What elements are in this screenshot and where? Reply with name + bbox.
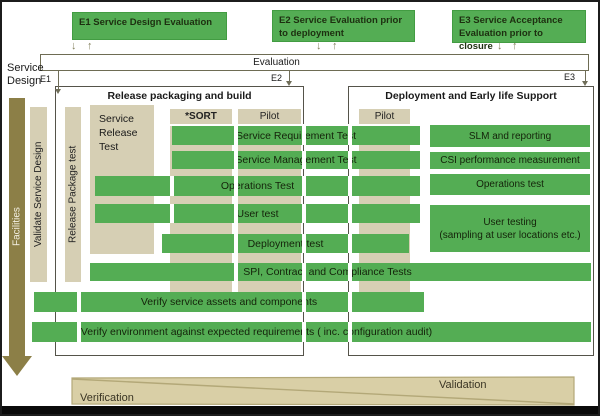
box-slm-and-reporting: SLM and reporting — [430, 125, 590, 147]
box-user-testing: User testing (sampling at user locations… — [430, 205, 590, 252]
bar-service-requirement-test: Service Requirement Test — [172, 126, 420, 145]
e2-evaluation-box: E2 Service Evaluation prior to deploymen… — [272, 10, 415, 42]
e1-arrowhead-icon — [54, 89, 61, 94]
column-header-divider — [170, 124, 410, 126]
verification-label: Verification — [80, 392, 134, 404]
evaluation-bar: Evaluation — [40, 54, 589, 71]
up-arrow-icon: ↑ — [87, 40, 93, 52]
bar-label: Verify service assets and components — [140, 296, 318, 308]
pilot-left-column-header: Pilot — [259, 111, 280, 122]
bottom-border — [2, 406, 598, 414]
bar-gap — [234, 204, 238, 223]
deployment-container-title: Deployment and Early life Support — [385, 90, 557, 102]
bar-deployment-test: Deployment test — [162, 234, 409, 253]
bar-service-management-test: Service Management Test — [172, 151, 420, 169]
bar-gap — [302, 263, 306, 281]
facilities-arrow — [9, 98, 25, 356]
bar-label: Operations Test — [220, 180, 295, 192]
bar-gap — [234, 126, 238, 145]
bar-user-test: User test — [95, 204, 420, 223]
box-label: CSI performance measurement — [440, 155, 580, 166]
bar-gap — [348, 292, 352, 312]
box-operations-test-right: Operations test — [430, 174, 590, 195]
bar-gap — [302, 204, 306, 223]
bar-label: Service Requirement Test — [235, 129, 357, 142]
bar-gap — [234, 263, 238, 281]
bar-gap — [348, 263, 352, 281]
e1-arrow-icon — [58, 71, 59, 89]
bar-gap — [170, 176, 174, 196]
up-arrow-icon: ↑ — [332, 40, 338, 52]
up-arrow-icon: ↑ — [512, 40, 518, 52]
facilities-arrowhead-icon — [2, 356, 32, 376]
e2-arrowhead-icon — [285, 81, 292, 86]
pilot-right-column-header: Pilot — [374, 111, 395, 122]
bar-gap — [302, 322, 306, 342]
release-container-title: Release packaging and build — [107, 90, 252, 102]
bar-gap — [348, 176, 352, 196]
bar-label: Service Management Test — [235, 154, 357, 166]
box-label: User testing — [483, 216, 537, 228]
gate-label-e1: E1 — [40, 74, 52, 84]
bar-label: User test — [236, 207, 279, 220]
bar-gap — [302, 292, 306, 312]
box-label: SLM and reporting — [468, 130, 552, 142]
service-design-label: Service Design — [7, 62, 44, 87]
verification-validation-wedge — [71, 376, 575, 406]
validate-service-design-bar: Validate Service Design — [30, 107, 47, 282]
sort-column-header: *SORT — [185, 111, 217, 122]
bar-label: Deployment test — [247, 237, 324, 250]
bar-gap — [302, 151, 306, 169]
e3-evaluation-box: E3 Service Acceptance Evaluation prior t… — [452, 10, 586, 52]
bar-label: Verify environment against expected requ… — [80, 326, 433, 338]
box-label: (sampling at user locations etc.) — [439, 229, 581, 241]
bar-gap — [302, 176, 306, 196]
box-csi-performance: CSI performance measurement — [430, 152, 590, 169]
down-arrow-icon: ↓ — [316, 40, 322, 52]
box-label: Operations test — [476, 179, 544, 190]
down-arrow-icon: ↓ — [497, 40, 503, 52]
bar-verify-service-assets: Verify service assets and components — [34, 292, 424, 312]
bar-gap — [348, 234, 352, 253]
bar-gap — [170, 204, 174, 223]
bar-gap — [302, 126, 306, 145]
e3-arrow-icon — [585, 71, 586, 81]
e2-arrow-icon — [289, 71, 290, 81]
bar-gap — [348, 126, 352, 145]
bar-gap — [302, 234, 306, 253]
bar-gap — [77, 322, 81, 342]
bar-gap — [77, 292, 81, 312]
bar-label: SPI, Contract and Compliance Tests — [243, 266, 412, 278]
down-arrow-icon: ↓ — [71, 40, 77, 52]
evaluation-label: Evaluation — [253, 57, 300, 68]
validation-label: Validation — [439, 379, 487, 391]
gate-label-e3: E3 — [564, 72, 576, 82]
e1-evaluation-box: E1 Service Design Evaluation — [72, 12, 227, 40]
release-package-test-bar: Release Package test — [65, 107, 81, 282]
bar-gap — [234, 151, 238, 169]
gate-label-e2: E2 — [271, 73, 283, 83]
bar-gap — [234, 234, 238, 253]
bar-gap — [348, 322, 352, 342]
bar-gap — [234, 176, 238, 196]
wedge-diagonal — [71, 378, 575, 405]
e3-arrowhead-icon — [581, 81, 588, 86]
bar-verify-environment: Verify environment against expected requ… — [32, 322, 591, 342]
bar-gap — [348, 151, 352, 169]
bar-operations-test: Operations Test — [95, 176, 420, 196]
facilities-label: Facilities — [11, 207, 23, 247]
bar-spi-contract-compliance: SPI, Contract and Compliance Tests — [90, 263, 591, 281]
bar-gap — [348, 204, 352, 223]
